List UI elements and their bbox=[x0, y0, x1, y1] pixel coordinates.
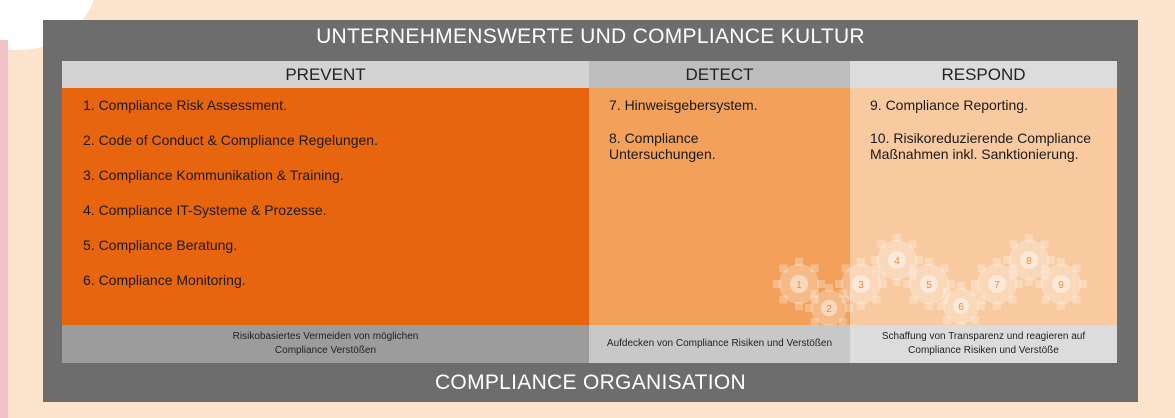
detect-column: 7. Hinweisgebersystem. 8. Compliance Unt… bbox=[589, 88, 850, 325]
top-title: UNTERNEHMENSWERTE UND COMPLIANCE KULTUR bbox=[316, 25, 865, 48]
bottom-title: COMPLIANCE ORGANISATION bbox=[434, 371, 747, 394]
respond-item: 10. Risikoreduzierende Compliance Maßnah… bbox=[870, 130, 1092, 162]
detect-items: 7. Hinweisgebersystem. 8. Compliance Unt… bbox=[609, 97, 799, 179]
prevent-item: 4. Compliance IT-Systeme & Prozesse. bbox=[83, 202, 327, 218]
detect-footer-text: Aufdecken von Compliance Risiken und Ver… bbox=[606, 338, 833, 349]
prevent-footer: Risikobasiertes Vermeiden von möglichen … bbox=[62, 325, 589, 363]
prevent-item: 3. Compliance Kommunikation & Training. bbox=[83, 167, 344, 183]
prevent-items: 1. Compliance Risk Assessment. 2. Code o… bbox=[83, 97, 579, 307]
respond-header: RESPOND bbox=[850, 61, 1117, 88]
prevent-header: PREVENT bbox=[62, 61, 589, 88]
prevent-footer-text: Risikobasiertes Vermeiden von möglichen … bbox=[232, 331, 419, 356]
detect-header: DETECT bbox=[589, 61, 850, 88]
prevent-item: 6. Compliance Monitoring. bbox=[83, 272, 246, 288]
respond-column: 9. Compliance Reporting. 10. Risikoreduz… bbox=[850, 88, 1117, 325]
prevent-item: 5. Compliance Beratung. bbox=[83, 237, 238, 253]
detect-footer: Aufdecken von Compliance Risiken und Ver… bbox=[589, 325, 850, 363]
respond-item: 9. Compliance Reporting. bbox=[870, 97, 1028, 113]
detect-item: 7. Hinweisgebersystem. bbox=[609, 97, 758, 113]
detect-item: 8. Compliance Untersuchungen. bbox=[609, 130, 716, 162]
left-edge-strip bbox=[0, 40, 8, 418]
prevent-column: 1. Compliance Risk Assessment. 2. Code o… bbox=[62, 88, 589, 325]
respond-footer: Schaffung von Transparenz und reagieren … bbox=[850, 325, 1117, 363]
prevent-item: 2. Code of Conduct & Compliance Regelung… bbox=[83, 132, 378, 148]
prevent-item: 1. Compliance Risk Assessment. bbox=[83, 97, 287, 113]
respond-footer-text: Schaffung von Transparenz und reagieren … bbox=[881, 331, 1086, 356]
respond-items: 9. Compliance Reporting. 10. Risikoreduz… bbox=[870, 97, 1110, 179]
compliance-framework-frame: UNTERNEHMENSWERTE UND COMPLIANCE KULTUR … bbox=[43, 20, 1138, 402]
